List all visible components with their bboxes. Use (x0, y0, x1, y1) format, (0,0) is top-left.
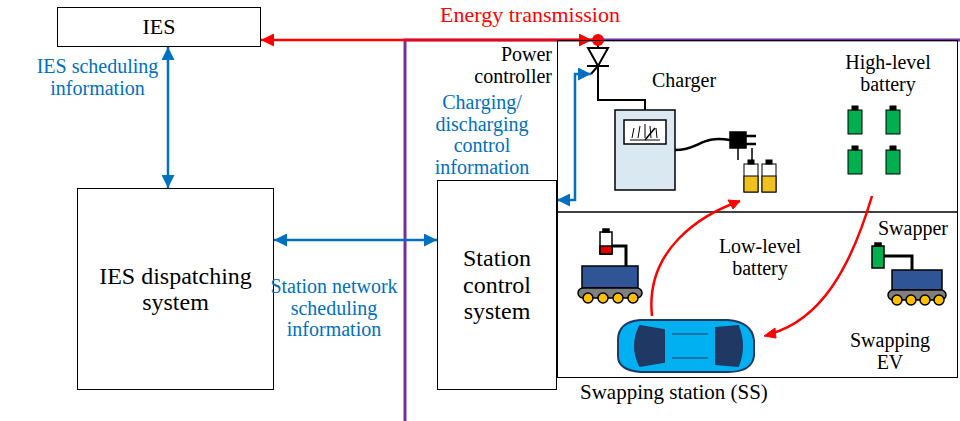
swapper-robot-left (600, 232, 612, 254)
information-arrow (274, 239, 437, 242)
swapping-ev (618, 320, 754, 372)
swapper-robot-left (598, 293, 608, 303)
charger-symbol (624, 120, 666, 144)
charger-symbol (746, 136, 756, 144)
swapper-robot-left (613, 293, 623, 303)
power-controller-symbol (587, 40, 645, 110)
swapper-robot-right (875, 243, 881, 246)
station-boundary (405, 40, 960, 421)
low-level-battery-pack (762, 176, 776, 192)
low-level-battery-pack (766, 160, 772, 164)
edge-label: Energy transmission (420, 3, 640, 27)
system-box: IES (57, 7, 261, 47)
swapping-ev (716, 326, 742, 366)
swapper-robot-left (612, 246, 626, 266)
low-level-battery-pack (762, 164, 776, 192)
charger-symbol (615, 110, 675, 190)
swapping-ev (618, 320, 754, 372)
box-text: Station control system (438, 245, 556, 324)
low-level-battery-pack (744, 160, 776, 192)
swapper-robot-right (872, 243, 946, 305)
part-label: Swapping EV (835, 330, 945, 373)
swapper-robot-left (600, 246, 612, 254)
swap-flow-arrows (651, 196, 872, 338)
swapper-robot-left (583, 293, 593, 303)
box-text: IES dispatching system (78, 263, 273, 316)
swapper-robot-right (892, 270, 942, 290)
swapping-ev (672, 358, 708, 359)
compartment-divider (557, 211, 958, 213)
swapping-ev (635, 326, 664, 366)
station-title: Swapping station (SS) (580, 381, 768, 404)
swap-flow-arrows (764, 328, 776, 338)
part-label: High-level battery (826, 52, 950, 95)
box-text: IES (139, 15, 180, 39)
charger-symbol (615, 110, 756, 190)
control-box: Station control system (437, 180, 557, 390)
low-level-battery-pack (748, 160, 754, 164)
swapper-robot-right (884, 256, 912, 270)
charger-symbol (738, 148, 752, 160)
edge-label: Station network scheduling information (265, 276, 403, 341)
edge-label: Charging/ discharging control informatio… (408, 92, 556, 178)
information-arrow (557, 74, 591, 200)
part-label: Low-level battery (705, 236, 815, 279)
power-controller-symbol (598, 66, 645, 110)
part-label: Charger (652, 70, 742, 92)
part-label: Swapper (878, 218, 956, 240)
swapping-ev (672, 334, 708, 335)
charger-symbol (730, 132, 746, 148)
high-level-battery-pack (848, 106, 900, 174)
high-level-battery-pack (848, 150, 862, 174)
swapper-robot-left (578, 229, 642, 303)
compartment-divider (557, 211, 958, 213)
edge-label: IES scheduling information (35, 56, 160, 99)
high-level-battery-pack (848, 110, 862, 134)
information-arrow (167, 47, 170, 188)
swapper-robot-right (892, 295, 902, 305)
swapper-robot-left (582, 266, 638, 288)
swap-flow-arrows (728, 200, 740, 209)
high-level-battery-pack (890, 106, 896, 110)
swapper-robot-left (603, 229, 609, 232)
high-level-battery-pack (852, 106, 858, 110)
low-level-battery-pack (744, 176, 758, 192)
power-controller-symbol (591, 66, 598, 74)
power-controller-symbol (588, 48, 608, 66)
swapper-robot-left (628, 293, 638, 303)
part-label: Power controller (452, 44, 552, 87)
high-level-battery-pack (886, 110, 900, 134)
charger-symbol (645, 128, 655, 140)
swapper-robot-right (872, 246, 884, 268)
high-level-battery-pack (890, 146, 896, 150)
swapper-robot-right (934, 295, 944, 305)
dispatch-box: IES dispatching system (77, 188, 274, 390)
high-level-battery-pack (886, 150, 900, 174)
swapper-robot-right (906, 295, 916, 305)
swap-flow-arrows (651, 201, 740, 316)
low-level-battery-pack (744, 164, 758, 192)
swapper-robot-right (920, 295, 930, 305)
charger-symbol (675, 139, 730, 150)
station-boundary (405, 40, 960, 421)
high-level-battery-pack (852, 146, 858, 150)
energy-arrow (261, 39, 592, 42)
